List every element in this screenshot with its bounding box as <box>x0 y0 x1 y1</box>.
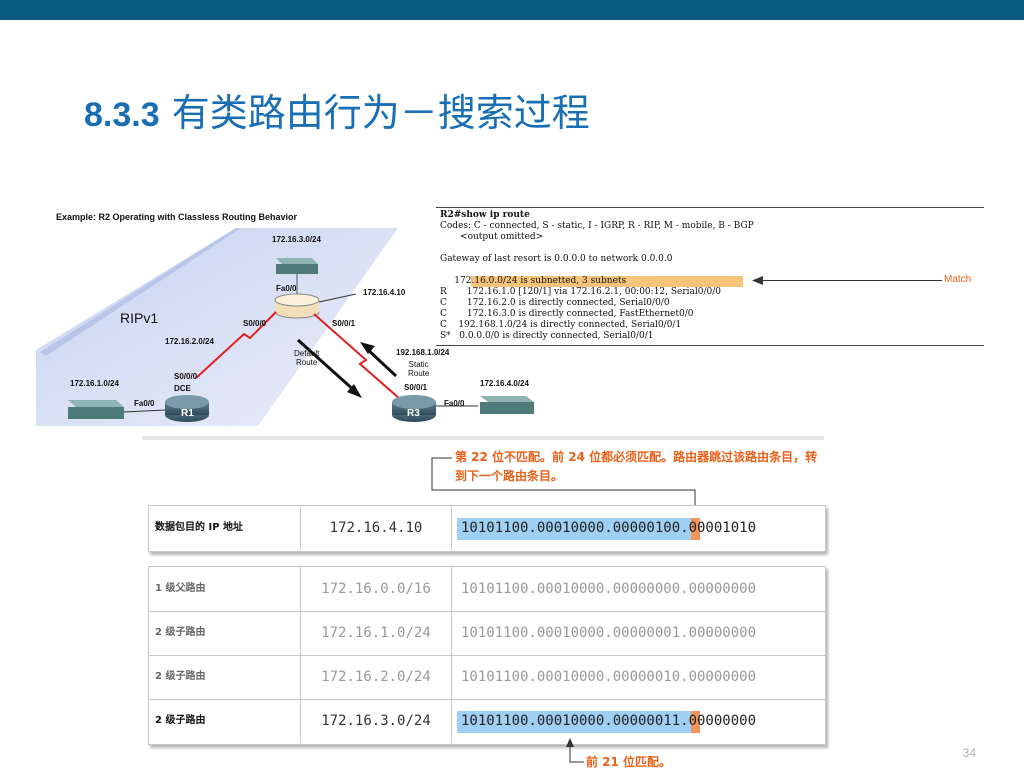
static-route-arrow <box>364 346 398 378</box>
router-r3-icon <box>392 395 436 422</box>
title-text: 有类路由行为－搜索过程 <box>171 91 590 135</box>
route-row-active: 2 级子路由 172.16.3.0/24 10101100.00010000.0… <box>149 699 825 743</box>
route-row: 2 级子路由 172.16.1.0/24 10101100.00010000.0… <box>149 611 825 656</box>
serial-link-r1-r2 <box>195 311 277 379</box>
diagram-caption: Example: R2 Operating with Classless Rou… <box>56 212 298 222</box>
r3-name-label: R3 <box>407 408 420 419</box>
router-output-panel: R2#show ip route Codes: C - connected, S… <box>436 207 984 346</box>
packet-row: 数据包目的 IP 地址 172.16.4.10 10101100.0001000… <box>149 506 825 550</box>
annotation-mismatch: 第 22 位不匹配。前 24 位都必须匹配。路由器跳过该路由条目，转到下一个路由… <box>455 450 818 483</box>
route-table-panel: 1 级父路由 172.16.0.0/16 10101100.00010000.0… <box>148 566 826 745</box>
output-line: R 172.16.1.0 [120/1] via 172.16.2.1, 00:… <box>440 287 722 297</box>
output-line: R2#show ip route <box>440 210 530 220</box>
r1-dce-label: DCE <box>174 384 191 393</box>
r2-s001-label: S0/0/1 <box>332 319 356 328</box>
default-route-arrow <box>296 338 358 394</box>
output-line: Gateway of last resort is 0.0.0.0 to net… <box>440 254 673 264</box>
net-r3-lan-label: 172.16.4.0/24 <box>480 379 529 388</box>
r1-name-label: R1 <box>181 408 194 419</box>
switch-r1-icon <box>68 400 124 419</box>
route-row: 1 级父路由 172.16.0.0/16 10101100.00010000.0… <box>149 567 825 612</box>
serial-link-r2-r3 <box>313 313 409 407</box>
route-binary: 10101100.00010000.00000011.00000000 <box>461 713 757 729</box>
slide-title: 8.3.3 有类路由行为－搜索过程 <box>84 82 590 137</box>
output-line: C 172.16.2.0 is directly connected, Seri… <box>440 298 670 308</box>
annotation-bottom-connector <box>566 738 584 763</box>
output-line: <output omitted> <box>440 232 544 242</box>
r3-fa-label: Fa0/0 <box>444 399 465 408</box>
match-arrow-head-icon <box>752 276 763 285</box>
title-number: 8.3.3 <box>84 96 160 134</box>
slide-number: 34 <box>962 746 976 760</box>
packet-binary: 10101100.00010000.00000100.00001010 <box>461 520 757 536</box>
static-route-net-label: 192.168.1.0/24 <box>396 348 450 357</box>
net-r1-r2-label: 172.16.2.0/24 <box>165 337 214 346</box>
switch-icon <box>276 258 318 274</box>
r3-s001-label: S0/0/1 <box>404 383 428 392</box>
subnet-highlight <box>471 276 743 287</box>
route-level-label: 2 级子路由 <box>155 671 206 682</box>
route-binary: 10101100.00010000.00000000.00000000 <box>461 581 757 597</box>
packet-label: 数据包目的 IP 地址 <box>155 522 244 533</box>
default-route-label: Default Route <box>294 349 320 367</box>
r2-fa-label: Fa0/0 <box>276 284 297 293</box>
output-line: C 192.168.1.0/24 is directly connected, … <box>440 320 682 330</box>
route-level-label: 1 级父路由 <box>155 583 206 594</box>
route-binary: 10101100.00010000.00000001.00000000 <box>461 625 757 641</box>
switch-r3-icon <box>436 396 534 414</box>
annotation-match-21: 前 21 位匹配。 <box>586 755 672 769</box>
match-label: Match <box>944 274 972 285</box>
output-line: Codes: C - connected, S - static, I - IG… <box>440 221 754 231</box>
r1-fa-label: Fa0/0 <box>134 399 155 408</box>
r2-s000-label: S0/0/0 <box>243 319 267 328</box>
r2-link-ip-label: 172.16.4.10 <box>363 288 406 297</box>
route-row: 2 级子路由 172.16.2.0/24 10101100.00010000.0… <box>149 655 825 700</box>
route-level-label: 2 级子路由 <box>155 627 206 638</box>
route-binary: 10101100.00010000.00000010.00000000 <box>461 669 757 685</box>
network-diagram: Example: R2 Operating with Classless Rou… <box>36 200 449 426</box>
match-arrow-line <box>760 280 942 281</box>
packet-destination-panel: 数据包目的 IP 地址 172.16.4.10 10101100.0001000… <box>148 505 826 552</box>
panel-top-strip <box>142 436 824 440</box>
route-ip: 172.16.2.0/24 <box>321 669 431 685</box>
output-line: C 172.16.3.0 is directly connected, Fast… <box>440 309 694 319</box>
top-bar <box>0 0 1024 20</box>
r1-s000-label: S0/0/0 <box>174 372 198 381</box>
output-line: S* 0.0.0.0/0 is directly connected, Seri… <box>440 331 654 341</box>
topology-drawing <box>36 228 436 426</box>
route-level-label: 2 级子路由 <box>155 715 206 726</box>
ripv1-label: RIPv1 <box>120 310 159 326</box>
ripv1-area <box>36 228 398 426</box>
route-ip: 172.16.1.0/24 <box>321 625 431 641</box>
net-r2-lan-label: 172.16.3.0/24 <box>272 235 321 244</box>
router-icon <box>274 293 320 319</box>
net-r1-lan-label: 172.16.1.0/24 <box>70 379 119 388</box>
static-route-label: Static Route <box>408 360 430 378</box>
route-ip: 172.16.3.0/24 <box>321 713 431 729</box>
router-r1-icon <box>165 395 209 422</box>
output-line: 172.16.0.0/24 is subnetted, 3 subnets <box>440 276 627 286</box>
packet-ip: 172.16.4.10 <box>329 520 423 536</box>
route-ip: 172.16.0.0/16 <box>321 581 431 597</box>
